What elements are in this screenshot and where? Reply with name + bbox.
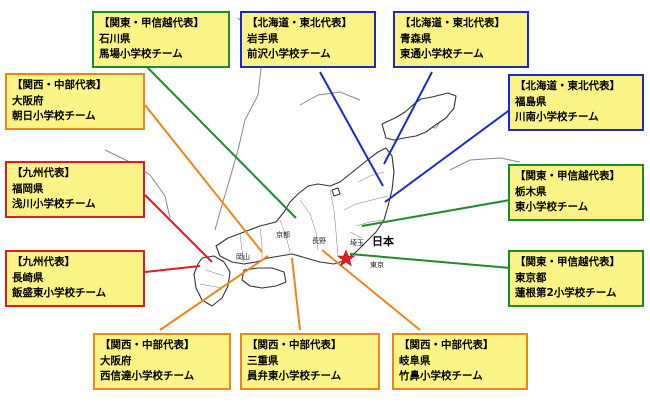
callout-region: 【関西・中部代表】 [12,79,107,91]
callout-team: 西信達小学校チーム [100,370,195,382]
callout-prefecture: 三重県 [247,354,279,367]
shikoku [241,267,287,289]
callout-region: 【九州代表】 [12,256,75,268]
japan-landmass [193,92,457,307]
callout-team: 馬場小学校チーム [99,48,183,60]
callout-region: 【関西・中部代表】 [399,339,494,351]
callout-region: 【北海道・東北代表】 [247,17,352,29]
callout-team: 員弁東小学校チーム [247,370,342,382]
callout-region: 【関西・中部代表】 [100,339,195,351]
leader-ishikawa [144,64,297,219]
place-label-tokyo: 東京 [370,261,384,269]
callout-aomori: 【北海道・東北代表】 青森県 東通小学校チーム [393,11,529,68]
leader-nagasaki [144,265,201,273]
callout-prefecture: 石川県 [99,32,131,45]
callout-nagasaki: 【九州代表】 長崎県 飯盛東小学校チーム [5,250,145,307]
callout-region: 【九州代表】 [12,167,75,179]
callout-prefecture: 福島県 [515,95,547,108]
sado [331,187,341,197]
callout-region: 【北海道・東北代表】 [515,80,620,92]
kyushu [193,255,231,307]
prefecture-borders [199,171,389,289]
callout-gifu: 【関西・中部代表】 岐阜県 竹鼻小学校チーム [392,333,528,390]
callout-team: 浅川小学校チーム [12,198,96,210]
callout-team: 川南小学校チーム [515,111,599,123]
callout-prefecture: 東京都 [515,271,547,284]
callout-mie: 【関西・中部代表】 三重県 員弁東小学校チーム [240,333,380,390]
callout-prefecture: 青森県 [400,32,432,45]
callout-osaka2: 【関西・中部代表】 大阪府 西信達小学校チーム [93,333,231,390]
leader-fukushima [384,105,516,203]
callout-ishikawa: 【関東・甲信越代表】 石川県 馬場小学校チーム [92,11,230,68]
country-label: 日本 [372,235,394,248]
callout-region: 【関東・甲信越代表】 [99,17,204,29]
leader-lines [144,64,516,331]
leader-gifu [321,249,421,331]
callout-prefecture: 栃木県 [515,185,547,198]
hokkaido [381,92,457,141]
callout-team: 竹鼻小学校チーム [399,370,483,382]
callout-team: 蓮根第2小学校チーム [515,287,617,299]
callout-prefecture: 大阪府 [12,94,44,107]
callout-iwate: 【北海道・東北代表】 岩手県 前沢小学校チーム [240,11,376,68]
callout-team: 東小学校チーム [515,201,589,213]
leader-osaka1 [144,104,263,253]
callout-team: 朝日小学校チーム [12,110,96,122]
callout-fukushima: 【北海道・東北代表】 福島県 川南小学校チーム [508,74,644,131]
leader-fukuoka [144,194,213,263]
place-label-okayama: 岡山 [236,253,250,261]
callout-fukuoka: 【九州代表】 福岡県 浅川小学校チーム [5,161,145,218]
leader-tochigi [361,199,511,227]
callout-prefecture: 福岡県 [12,182,44,195]
callout-prefecture: 大阪府 [100,354,132,367]
place-label-kyoto: 京都 [276,231,290,239]
leader-tokyo [349,253,511,269]
callout-tokyo: 【関東・甲信越代表】 東京都 蓮根第2小学校チーム [508,250,644,307]
callout-region: 【関東・甲信越代表】 [515,170,620,182]
callout-tochigi: 【関東・甲信越代表】 栃木県 東小学校チーム [508,164,644,221]
callout-osaka1: 【関西・中部代表】 大阪府 朝日小学校チーム [5,73,145,130]
callout-team: 東通小学校チーム [400,48,484,60]
callout-team: 前沢小学校チーム [247,48,331,60]
callout-region: 【関西・中部代表】 [247,339,342,351]
callout-team: 飯盛東小学校チーム [12,287,107,299]
callout-prefecture: 長崎県 [12,271,44,284]
callout-prefecture: 岩手県 [247,32,279,45]
callout-region: 【北海道・東北代表】 [400,17,505,29]
place-label-nagano: 長野 [312,237,326,245]
star-icon [336,249,356,267]
callout-region: 【関東・甲信越代表】 [515,256,620,268]
callout-prefecture: 岐阜県 [399,354,431,367]
leader-iwate [319,71,384,187]
leader-osaka2 [159,255,269,331]
leader-mie [291,257,301,331]
place-label-saitama: 埼玉 [350,239,364,247]
leader-aomori [383,71,433,165]
